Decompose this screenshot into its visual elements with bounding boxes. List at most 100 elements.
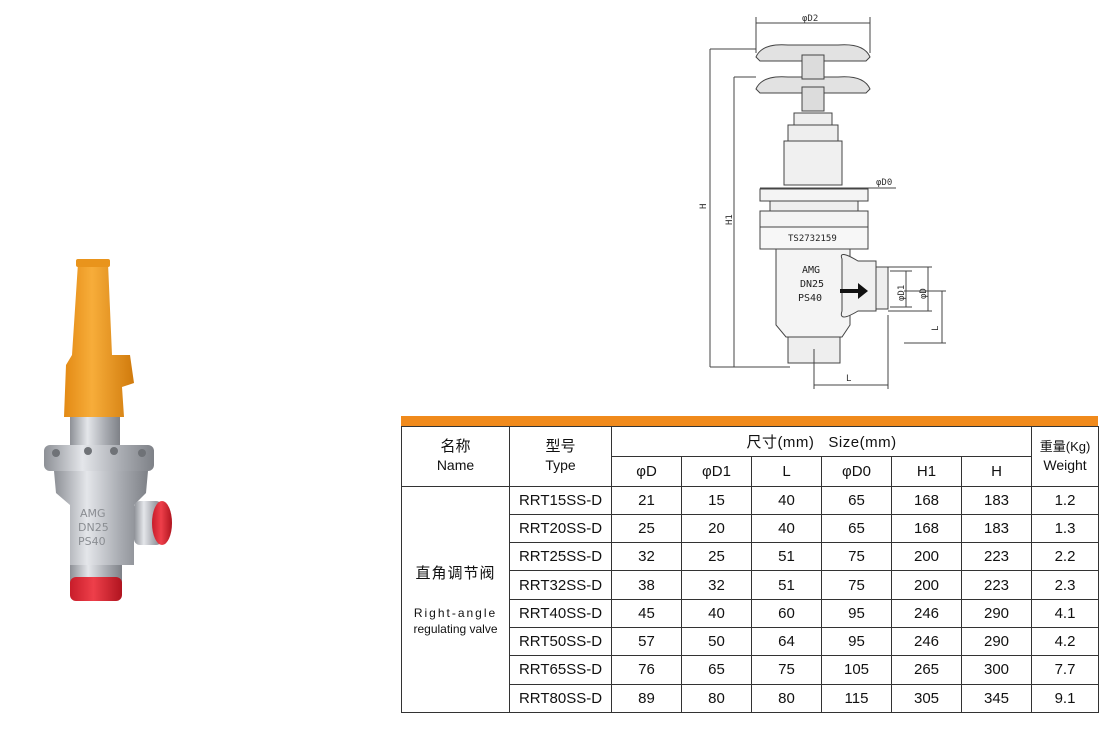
column-header-d: φD (611, 456, 682, 487)
cell-l: 64 (751, 627, 822, 657)
cell-d0: 95 (821, 627, 892, 657)
cell-l: 80 (751, 683, 822, 714)
cell-h: 183 (960, 485, 1033, 515)
table-row: RRT65SS-D 76 65 75 105 265 300 7.7 (402, 655, 1100, 685)
cell-h: 345 (960, 683, 1033, 714)
product-name-cell: 直角调节阀 Right-angle regulating valve (401, 485, 510, 714)
cell-l: 75 (751, 655, 822, 685)
cell-d0: 105 (821, 655, 892, 685)
cell-d0: 95 (821, 598, 892, 629)
body-ps-text: PS40 (798, 293, 822, 304)
cell-h: 223 (960, 542, 1033, 572)
label-l-bottom: L (846, 374, 851, 384)
product-name-en-line2: regulating valve (413, 621, 498, 636)
cell-h1: 168 (891, 485, 962, 515)
label-l-side: L (931, 326, 941, 331)
table-row: 直角调节阀 Right-angle regulating valve RRT15… (401, 485, 1100, 714)
cell-type: RRT20SS-D (509, 513, 612, 544)
cell-l: 40 (751, 513, 822, 544)
label-d: φD (919, 288, 929, 299)
header-weight-zh: 重量(Kg) (1039, 439, 1091, 455)
cell-weight: 9.1 (1031, 683, 1100, 714)
label-h1: H1 (725, 214, 735, 225)
table-row: RRT80SS-D 89 80 80 115 305 345 9.1 (402, 683, 1100, 714)
header-type-zh: 型号 (545, 438, 576, 456)
cell-weight: 2.3 (1031, 570, 1100, 600)
label-d0: φD0 (876, 178, 892, 188)
cell-d0: 115 (821, 683, 892, 714)
cell-d1: 20 (681, 513, 752, 544)
cell-d: 32 (611, 542, 682, 572)
cell-d: 38 (611, 570, 682, 600)
cell-type: RRT80SS-D (509, 683, 612, 714)
cell-type: RRT40SS-D (509, 598, 612, 629)
cell-h: 290 (960, 598, 1033, 629)
cell-h1: 200 (891, 542, 962, 572)
cell-h1: 246 (891, 598, 962, 629)
cell-d1: 80 (681, 683, 752, 714)
table-row: RRT20SS-D 25 20 40 65 168 183 1.3 (402, 513, 1100, 544)
cell-l: 51 (751, 542, 822, 572)
cell-d0: 65 (821, 485, 892, 515)
product-name-en-line1: Right-angle (413, 605, 498, 620)
cell-d1: 15 (681, 485, 752, 515)
header-type-en: Type (545, 457, 576, 474)
cell-d1: 32 (681, 570, 752, 600)
table-row: RRT32SS-D 38 32 51 75 200 223 2.3 (402, 570, 1100, 600)
table-header-row-1: 名称 Name 型号 Type 尺寸(mm) Size(mm) 重量(Kg) W… (401, 425, 1100, 487)
cell-d0: 75 (821, 570, 892, 600)
cell-h1: 246 (891, 627, 962, 657)
cell-h: 223 (960, 570, 1033, 600)
cell-d: 21 (611, 485, 682, 515)
cell-l: 60 (751, 598, 822, 629)
photo-body-brand: AMG (80, 507, 106, 520)
photo-body-ps: PS40 (78, 535, 106, 548)
cell-d: 89 (611, 683, 682, 714)
table-row: RRT50SS-D 57 50 64 95 246 290 4.2 (402, 627, 1100, 657)
header-name-en: Name (436, 457, 475, 474)
cell-h1: 168 (891, 513, 962, 544)
table-row: RRT25SS-D 32 25 51 75 200 223 2.2 (402, 542, 1100, 572)
table-header-bar (401, 416, 1098, 426)
header-weight-cell: 重量(Kg) Weight (1031, 426, 1100, 487)
label-d2: φD2 (802, 14, 818, 24)
cell-l: 40 (751, 485, 822, 515)
cell-type: RRT15SS-D (509, 485, 612, 515)
header-weight-en: Weight (1043, 457, 1087, 474)
cell-h: 183 (960, 513, 1033, 544)
cell-h1: 305 (891, 683, 962, 714)
cell-type: RRT65SS-D (509, 655, 612, 685)
table-header-row-2: φD φD1 L φD0 H1 H (402, 456, 1099, 487)
cell-type: RRT50SS-D (509, 627, 612, 657)
cell-weight: 2.2 (1031, 542, 1100, 572)
cell-h: 290 (960, 627, 1033, 657)
cell-d0: 75 (821, 542, 892, 572)
cell-d: 25 (611, 513, 682, 544)
column-header-d0: φD0 (821, 456, 892, 487)
header-size: 尺寸(mm) Size(mm) (610, 425, 1033, 458)
cell-h: 300 (960, 655, 1033, 685)
cell-d1: 25 (681, 542, 752, 572)
cell-d: 76 (611, 655, 682, 685)
cell-d1: 65 (681, 655, 752, 685)
cell-d1: 40 (681, 598, 752, 629)
body-brand-text: AMG (802, 265, 820, 276)
cell-type: RRT32SS-D (509, 570, 612, 600)
photo-body-dn: DN25 (78, 521, 109, 534)
cell-l: 51 (751, 570, 822, 600)
product-name-zh: 直角调节阀 (415, 564, 496, 582)
cell-d: 57 (611, 627, 682, 657)
cell-type: RRT25SS-D (509, 542, 612, 572)
body-dn-text: DN25 (800, 279, 824, 290)
header-type-cell: 型号 Type (509, 426, 612, 487)
column-header-h1: H1 (891, 456, 962, 487)
column-header-d1: φD1 (681, 456, 752, 487)
valve-technical-drawing: φD2 φD0 H H1 φD1 φD L L TS2732159 AMG DN… (699, 14, 946, 389)
cell-d0: 65 (821, 513, 892, 544)
valve-photo: AMG DN25 PS40 (44, 259, 172, 601)
column-header-h: H (960, 456, 1033, 487)
specification-table: 名称 Name 型号 Type 尺寸(mm) Size(mm) 重量(Kg) W… (401, 425, 1100, 714)
label-h: H (699, 204, 709, 209)
table-row: RRT40SS-D 45 40 60 95 246 290 4.1 (402, 598, 1100, 629)
header-name-cell: 名称 Name (401, 426, 510, 487)
